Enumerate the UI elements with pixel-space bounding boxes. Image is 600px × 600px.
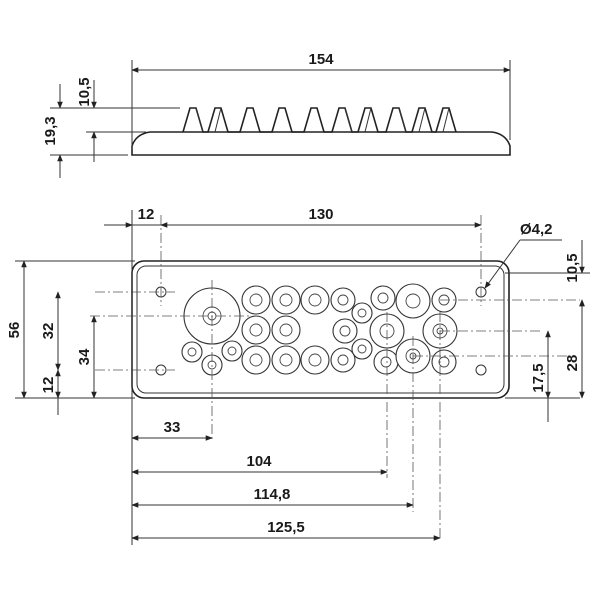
dim-label-hole-diameter: Ø4,2 <box>520 221 553 238</box>
dim-label-104: 104 <box>246 453 272 470</box>
center-lines <box>90 215 580 540</box>
side-base-profile <box>131 131 511 156</box>
grommets <box>181 283 458 376</box>
dim-label-33: 33 <box>164 419 181 436</box>
dim-label-114-8: 114,8 <box>254 486 291 503</box>
dim-label-32: 32 <box>40 323 57 340</box>
dim-label-bottom-12: 12 <box>40 377 57 394</box>
side-view: 154 10,5 19,3 <box>42 51 511 178</box>
side-teeth-inner-lines <box>195 107 450 133</box>
dim-label-side-10-5: 10,5 <box>76 77 93 106</box>
dim-label-17-5: 17,5 <box>530 363 547 392</box>
dim-label-top-12: 12 <box>138 206 155 223</box>
dim-label-130: 130 <box>308 206 333 223</box>
dim-label-125-5: 125,5 <box>267 519 305 536</box>
side-teeth-profile <box>182 107 457 133</box>
dim-label-154: 154 <box>308 51 334 68</box>
top-view: 12 130 Ø4,2 10,5 28 17,5 56 32 12 34 <box>6 206 590 545</box>
dim-label-34: 34 <box>76 348 93 365</box>
dim-label-right-10-5: 10,5 <box>564 253 581 282</box>
plate-inner <box>136 265 505 394</box>
extension-lines <box>15 210 590 545</box>
dim-label-28: 28 <box>564 355 581 372</box>
dim-label-56: 56 <box>6 322 23 339</box>
dim-label-side-19-3: 19,3 <box>42 116 59 145</box>
